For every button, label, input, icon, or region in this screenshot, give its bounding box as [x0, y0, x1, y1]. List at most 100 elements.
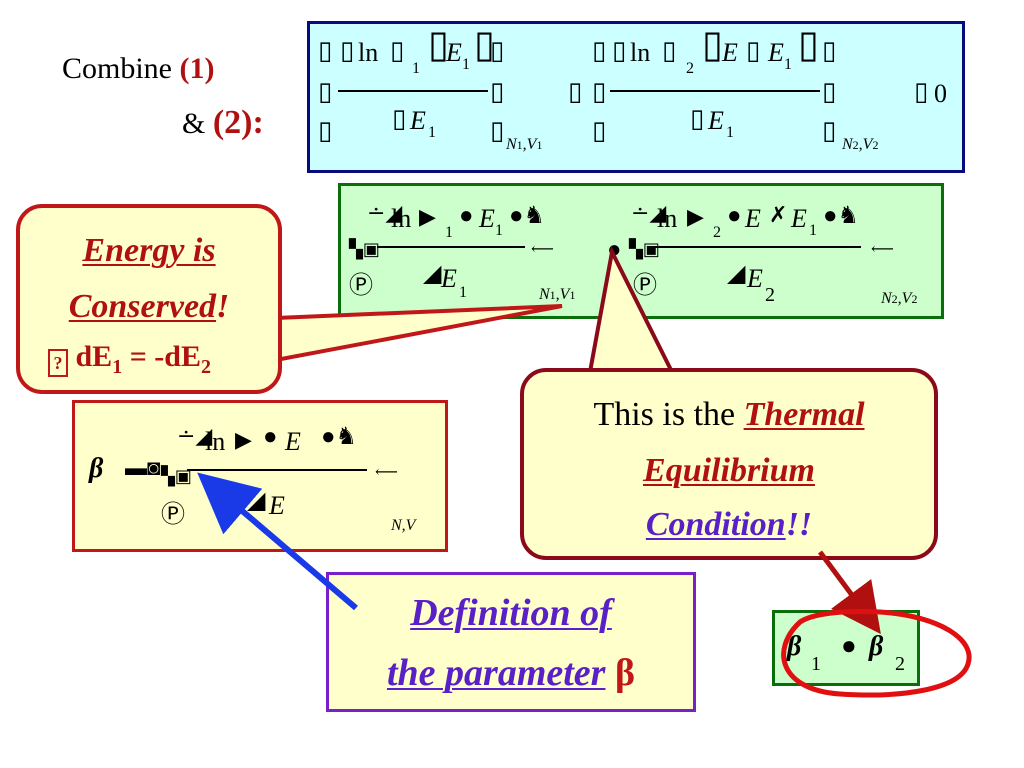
thermal-line-1: This is the Thermal [524, 396, 934, 434]
fraction-line-2 [610, 90, 820, 92]
combine-word: Combine [62, 52, 172, 85]
E1-sub-2: 1 [809, 222, 817, 239]
garbled-glyph: ◢ [423, 261, 442, 287]
N-index: 1 [516, 138, 523, 152]
combine-label-2: & (2): [182, 104, 264, 142]
thermal-line-2: Equilibrium [524, 452, 934, 490]
omega-glyph: ▯ [390, 36, 405, 65]
garbled-glyph: ● [459, 203, 474, 229]
beta-1-glyph: β [787, 631, 802, 662]
E1-sub: 1 [495, 222, 503, 239]
definition-line-1: Definition of [329, 591, 693, 635]
garbled-glyph: ⟵ [531, 241, 554, 258]
energy-line-2: Conserved! [20, 288, 278, 326]
garbled-glyph: ∸◢ [367, 200, 403, 225]
denom-E-sub: 1 [428, 124, 436, 141]
fraction-line [338, 90, 488, 92]
denom-E-2: E [708, 106, 724, 135]
ln-text-2: ln [630, 38, 651, 67]
dE1-text: dE [75, 340, 113, 373]
ln-text: ln [391, 204, 412, 233]
garbled-glyph: ●♞ [321, 424, 358, 450]
equilibrium-text: Equilibrium [643, 452, 815, 489]
dE2-text: = -dE [122, 340, 201, 373]
condition-text: Condition [645, 506, 786, 543]
garbled-glyph: ●♞ [509, 203, 546, 229]
minus-glyph: ▯ [746, 36, 761, 65]
bracket-glyph: ▯ [822, 36, 837, 65]
denom-E-sub: 1 [459, 284, 467, 301]
sub-1: 1 [445, 224, 453, 241]
garbled-glyph: ◢ [727, 261, 746, 287]
conserved-text: Conserved [68, 288, 217, 325]
thermal-line-3: Condition!! [524, 506, 934, 544]
ln-text-2: ln [657, 204, 678, 233]
E-text: E [479, 204, 495, 233]
energy-is-text: Energy is [82, 232, 216, 269]
omega-glyph: ▯ [662, 36, 677, 65]
energy-line-1: Energy is [20, 232, 278, 270]
partial-glyph: ▯ [340, 36, 355, 65]
V-index: 2 [872, 138, 879, 152]
garbled-glyph: ▬◙ [125, 455, 161, 480]
N-text: N [842, 136, 853, 153]
ref-1: (1) [179, 52, 215, 85]
V-text: ,V [858, 136, 873, 153]
dE2-sub: 2 [200, 356, 211, 378]
garbled-glyph: ▚▣ [349, 239, 380, 259]
E1-text: E [446, 38, 462, 67]
bracket-glyph: ▯ [822, 77, 837, 106]
bracket-glyph: ▯ [592, 36, 607, 65]
this-is-the-text: This is the [593, 396, 736, 433]
bracket-glyph: ▯ [822, 116, 837, 145]
circle-p-glyph: Ⓟ [349, 273, 373, 299]
energy-line-3: ? dE1 = -dE2 [48, 340, 211, 379]
NV-sub-right: N2,V2 [881, 290, 918, 307]
energy-callout-pointer [274, 304, 563, 363]
beta-glyph: β [89, 453, 104, 484]
paren-glyph: ▯ [798, 24, 819, 66]
beta-2-glyph: β [869, 631, 884, 662]
partial-glyph: ▯ [612, 36, 627, 65]
E-text: E [722, 38, 738, 67]
garbled-glyph: ▶ [235, 427, 252, 452]
NV-sub-left: N1,V1 [539, 286, 576, 303]
paren-glyph: ▯ [474, 24, 495, 66]
beta-equal-box: β 1 ● β 2 [772, 610, 920, 686]
garbled-glyph: ▚▣ [629, 239, 660, 259]
NV-sub-left: N1,V1 [506, 136, 542, 154]
V-text: ,V [522, 136, 537, 153]
fraction-line-2 [651, 246, 861, 248]
bracket-glyph: ▯ [318, 116, 333, 145]
E1-text-2: E [768, 38, 784, 67]
energy-callout: Energy is Conserved! ? dE1 = -dE2 [16, 204, 282, 394]
bracket-glyph: ▯ [490, 116, 505, 145]
garbled-glyph: ∸◢ [631, 200, 667, 225]
therefore-glyph: ? [48, 349, 68, 377]
circle-p-glyph: Ⓟ [633, 273, 657, 299]
sub-2: 2 [713, 224, 721, 241]
beta-symbol: β [614, 652, 635, 694]
denom-E: E [441, 264, 457, 293]
N-index: 2 [852, 138, 859, 152]
denom-E-sub-2: 2 [765, 284, 775, 306]
combine-label: Combine (1) [62, 52, 214, 86]
operator-glyph: ▯ [568, 77, 583, 106]
denom-E: E [410, 106, 426, 135]
definition-box: Definition of the parameter β [326, 572, 696, 712]
partial-glyph: ▯ [392, 104, 407, 133]
amp: & [182, 107, 206, 140]
ln-text: ln [358, 38, 379, 67]
bracket-glyph: ▯ [592, 116, 607, 145]
circle-p-glyph: Ⓟ [161, 502, 185, 528]
fraction-line [377, 246, 525, 248]
the-parameter-text: the parameter [386, 652, 606, 694]
equation-middle-box: ∸◢ ln ▶ 1 ● E 1 ●♞ ▚▣ ⟵ Ⓟ ◢ E 1 N1,V1 ● … [338, 183, 944, 319]
E-text-2: E [745, 204, 761, 233]
thermal-callout-pointer [587, 245, 676, 374]
E-text: E [285, 427, 301, 456]
equal-glyph: ● [841, 631, 857, 660]
garbled-glyph: ✗ [769, 202, 788, 227]
E1-sub-2: 1 [784, 56, 792, 73]
NV-sub: N,V [391, 517, 416, 534]
